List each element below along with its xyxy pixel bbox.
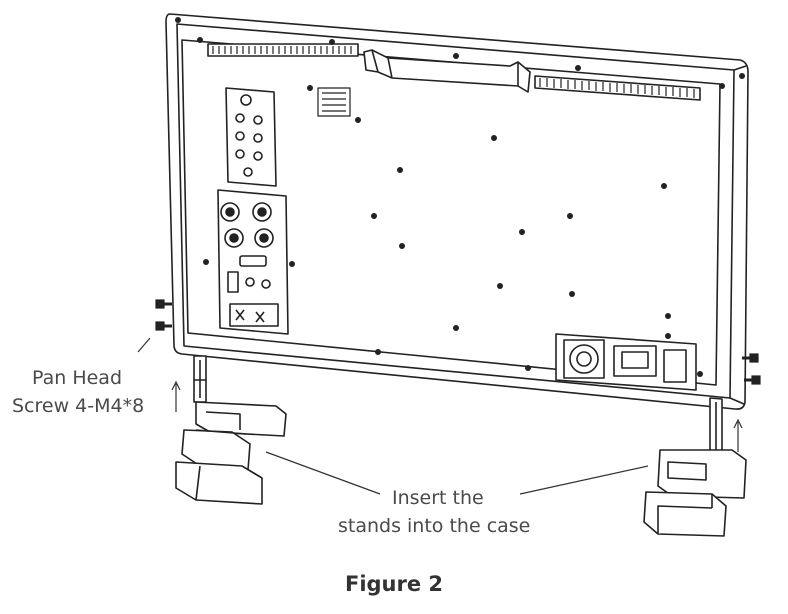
screw-callout-line1: Pan Head	[32, 367, 123, 389]
pan-head-screws	[155, 299, 761, 385]
screw-callout-line2: Screw 4-M4*8	[12, 395, 145, 417]
stands-callout-line1: Insert the	[392, 487, 484, 509]
vent-grid	[317, 87, 351, 117]
io-connector-panel	[217, 189, 289, 335]
carry-handle	[363, 49, 531, 93]
stands-callout-line2: stands into the case	[338, 515, 531, 537]
top-vent-left	[207, 43, 359, 57]
power-panel	[555, 333, 697, 391]
leader-lines	[137, 337, 743, 495]
figure-caption: Figure 2	[344, 572, 444, 596]
right-stand	[643, 397, 747, 537]
vesa-mount-plate	[225, 87, 277, 187]
top-vent-right	[534, 75, 701, 101]
monitor-back-panel	[165, 13, 749, 410]
left-stand	[175, 355, 287, 505]
mounting-holes	[175, 17, 745, 377]
